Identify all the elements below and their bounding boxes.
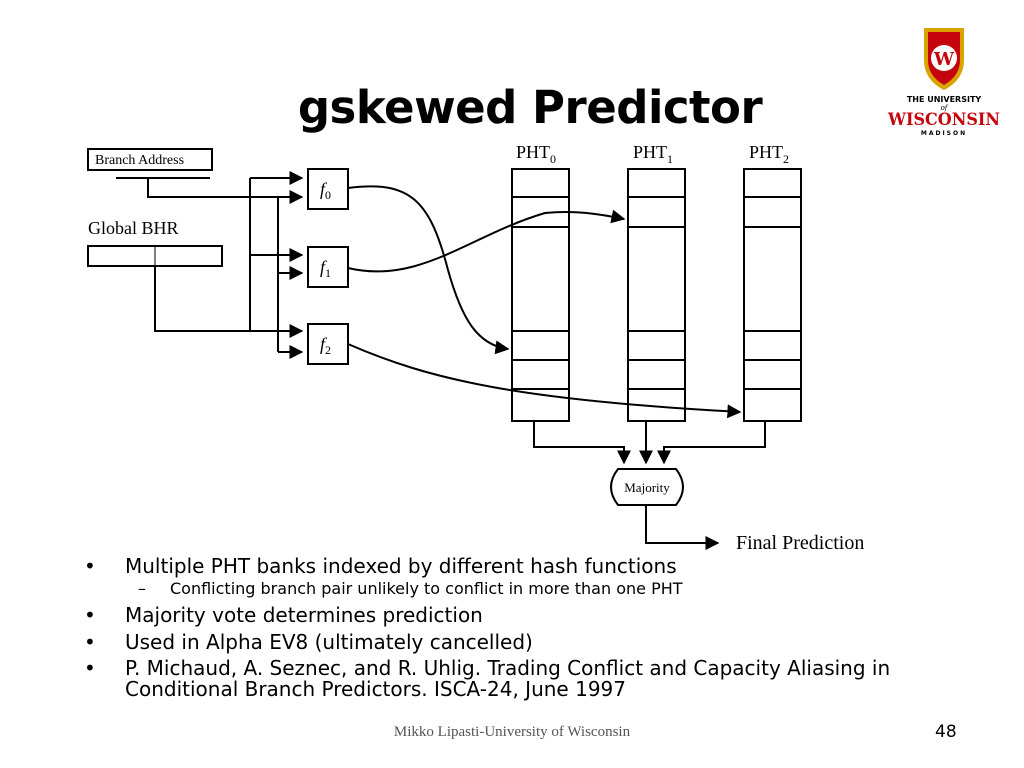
hash-f1-box	[307, 246, 349, 288]
bullet-list: • Multiple PHT banks indexed by different…	[84, 555, 984, 700]
page-number: 48	[935, 722, 957, 742]
majority-gate	[610, 468, 684, 506]
sub-bullet-item: – Conflicting branch pair unlikely to con…	[84, 578, 984, 600]
slide-footer: Mikko Lipasti-University of Wisconsin	[393, 724, 631, 740]
university-logo: W THE UNIVERSITY of WISCONSIN MADISON	[887, 28, 1000, 137]
bullet-text: Used in Alpha EV8 (ultimately cancelled)	[125, 630, 533, 654]
f0-label: f0	[320, 179, 331, 202]
branch-address-label: Branch Address	[95, 153, 184, 168]
logo-line-of: of	[941, 104, 949, 112]
bullet-text: Majority vote determines prediction	[125, 603, 483, 627]
bullet-item: • P. Michaud, A. Seznec, and R. Uhlig. Tr…	[84, 658, 984, 700]
crest-letter: W	[933, 49, 955, 70]
f1-label: f1	[320, 257, 331, 280]
bullet-text: P. Michaud, A. Seznec, and R. Uhlig. Tra…	[125, 656, 891, 701]
bullet-marker: •	[84, 630, 96, 654]
f2-label: f2	[320, 334, 331, 357]
crest-icon: W	[924, 28, 964, 90]
bullet-marker: •	[84, 603, 96, 627]
pht1-table	[627, 168, 686, 422]
pht2-label: PHT2	[749, 142, 789, 166]
sub-bullet-text: Conflicting branch pair unlikely to conf…	[170, 579, 683, 598]
majority-label: Majority	[624, 480, 670, 495]
slide-title: gskewed Predictor	[297, 81, 763, 134]
logo-line-university: THE UNIVERSITY	[907, 95, 982, 104]
bullet-marker: •	[84, 554, 96, 578]
pht1-label: PHT1	[633, 142, 673, 166]
branch-address-box	[87, 148, 213, 171]
logo-line-wisconsin: WISCONSIN	[887, 110, 1000, 130]
logo-line-madison: MADISON	[921, 130, 967, 137]
pht0-label: PHT0	[516, 142, 556, 166]
bullet-item: • Used in Alpha EV8 (ultimately cancelled…	[84, 631, 984, 654]
pht0-table	[511, 168, 570, 422]
bullet-text: Multiple PHT banks indexed by different …	[125, 554, 677, 578]
hash-f0-box	[307, 168, 349, 210]
final-prediction-label: Final Prediction	[736, 532, 864, 554]
bullet-item: • Multiple PHT banks indexed by different…	[84, 555, 984, 578]
global-bhr-label: Global BHR	[88, 218, 179, 238]
bullet-marker: •	[84, 656, 96, 680]
sub-bullet-marker: –	[138, 579, 146, 598]
pht2-table	[743, 168, 802, 422]
bullet-item: • Majority vote determines prediction	[84, 604, 984, 627]
